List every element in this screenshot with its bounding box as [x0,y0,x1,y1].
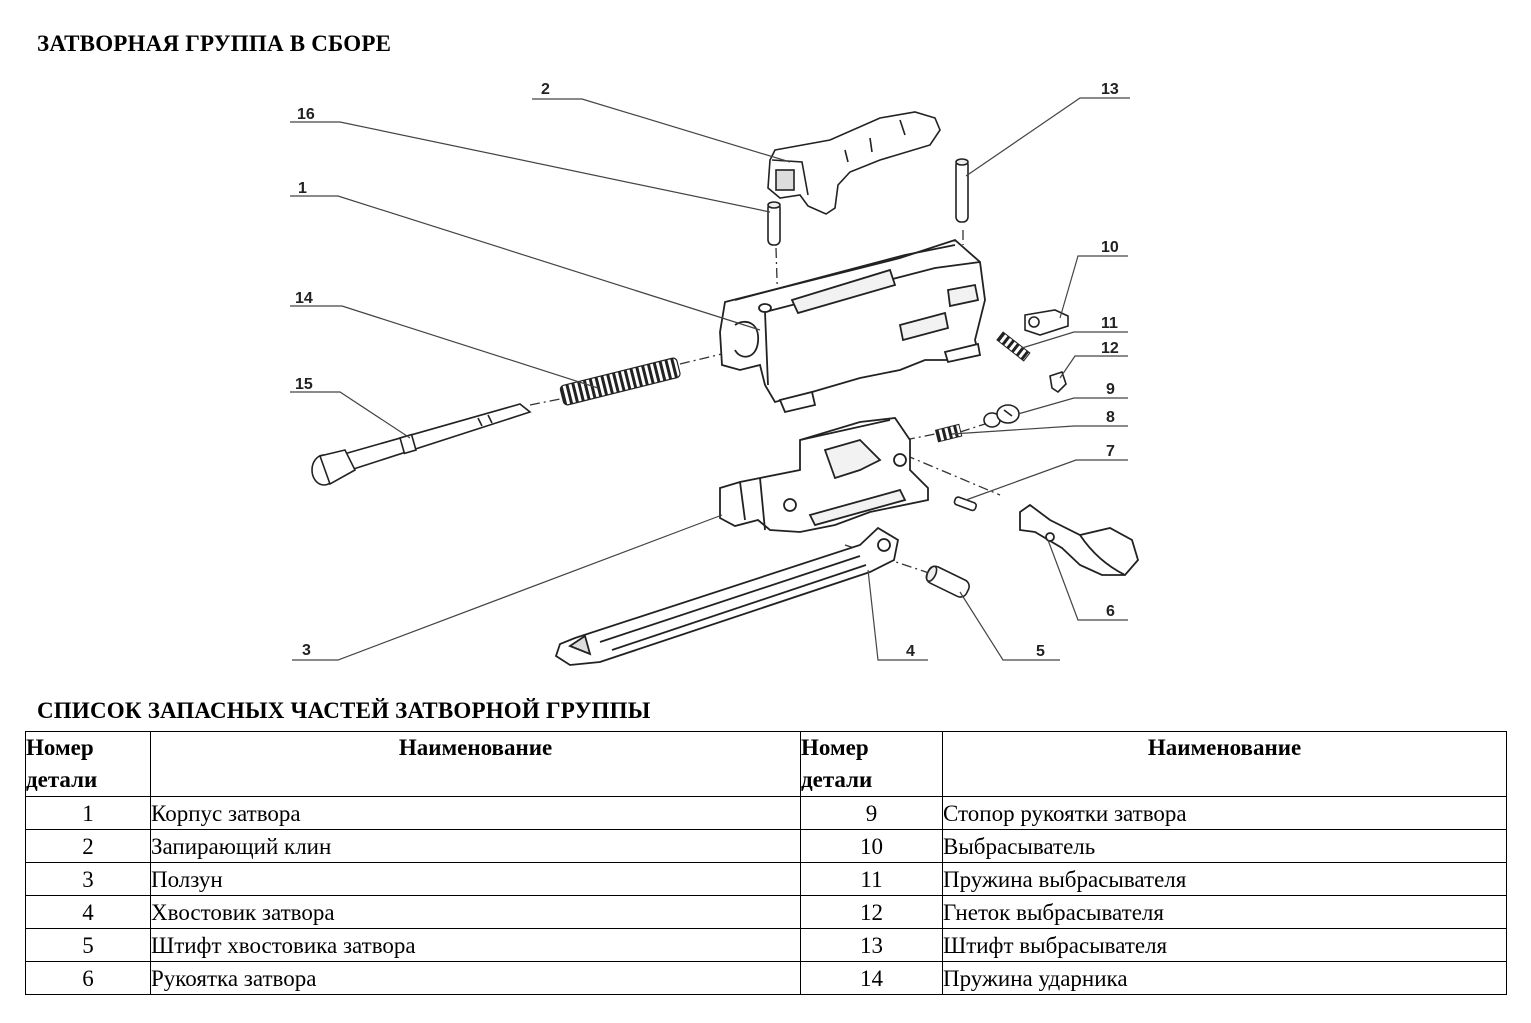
callout-2: 2 [541,81,550,98]
header-part-number: Номер детали [800,731,943,797]
small-pin-part [953,496,977,512]
callout-11: 11 [1101,315,1118,332]
part-name: Выбрасыватель [942,829,1507,863]
bolt-body-part [719,238,986,414]
handle-stop-part [983,404,1020,428]
callout-13: 13 [1101,81,1119,98]
callout-labels: 3 16 1 14 15 2 13 10 11 12 9 8 7 6 5 4 [295,81,1119,660]
table-row: 2 Запирающий клин 10 Выбрасыватель [25,829,1507,863]
part-number: 6 [25,961,151,995]
table-row: 1 Корпус затвора 9 Стопор рукоятки затво… [25,796,1507,830]
part-number: 10 [800,829,943,863]
callout-5: 5 [1036,643,1045,660]
header-part-name: Наименование [150,731,801,797]
part-name: Гнеток выбрасывателя [942,895,1507,929]
callout-8: 8 [1106,409,1115,426]
ejector-part [1024,309,1069,336]
callout-12: 12 [1101,340,1119,357]
part-number: 3 [25,862,151,896]
callout-9: 9 [1106,381,1115,398]
callout-16: 16 [297,106,315,123]
part-name: Штифт хвостовика затвора [150,928,801,962]
part-number: 14 [800,961,943,995]
assembly-title: ЗАТВОРНАЯ ГРУППА В СБОРЕ [37,31,392,56]
part-number: 2 [25,829,151,863]
callout-3: 3 [302,642,311,659]
firing-pin-spring-part [559,357,681,406]
part-number: 12 [800,895,943,929]
part-number: 13 [800,928,943,962]
part-name: Штифт выбрасывателя [942,928,1507,962]
part-name: Запирающий клин [150,829,801,863]
ejector-pin-part [955,158,969,223]
bolt-tail-part [554,526,900,666]
part-number: 9 [800,796,943,830]
callout-6: 6 [1106,603,1115,620]
table-row: 6 Рукоятка затвора 14 Пружина ударника [25,961,1507,995]
callout-14: 14 [295,290,313,307]
table-row: 3 Ползун 11 Пружина выбрасывателя [25,862,1507,896]
part-number: 5 [25,928,151,962]
slider-part [719,417,929,533]
small-spring-part [934,423,963,443]
part-number: 4 [25,895,151,929]
part-name: Хвостовик затвора [150,895,801,929]
callout-7: 7 [1106,443,1115,460]
bolt-tail-pin-part [925,565,970,598]
pin-16-part [767,201,781,246]
header-part-number: Номер детали [25,731,151,797]
callout-15: 15 [295,376,313,393]
part-name: Корпус затвора [150,796,801,830]
ejector-plunger-part [1049,370,1067,394]
firing-pin-part [311,403,532,486]
part-name: Пружина выбрасывателя [942,862,1507,896]
locking-wedge-part [767,111,941,215]
bolt-handle-part [1019,503,1140,576]
leader-lines [290,97,1130,661]
parts-list-title: СПИСОК ЗАПАСНЫХ ЧАСТЕЙ ЗАТВОРНОЙ ГРУППЫ [37,698,651,723]
table-header-row: Номер детали Наименование Номер детали Н… [25,731,1507,797]
exploded-assembly-diagram: 3 16 1 14 15 2 13 10 11 12 9 8 7 6 5 4 [290,81,1140,666]
table-row: 4 Хвостовик затвора 12 Гнеток выбрасыват… [25,895,1507,929]
callout-1: 1 [298,180,307,197]
parts-table: Номер детали Наименование Номер детали Н… [25,731,1507,995]
table-row: 5 Штифт хвостовика затвора 13 Штифт выбр… [25,928,1507,962]
part-name: Рукоятка затвора [150,961,801,995]
part-name: Пружина ударника [942,961,1507,995]
ejector-spring-part [996,331,1031,362]
callout-4: 4 [906,643,915,660]
part-name: Ползун [150,862,801,896]
part-number: 11 [800,862,943,896]
part-name: Стопор рукоятки затвора [942,796,1507,830]
part-number: 1 [25,796,151,830]
callout-10: 10 [1101,239,1119,256]
header-part-name: Наименование [942,731,1507,797]
